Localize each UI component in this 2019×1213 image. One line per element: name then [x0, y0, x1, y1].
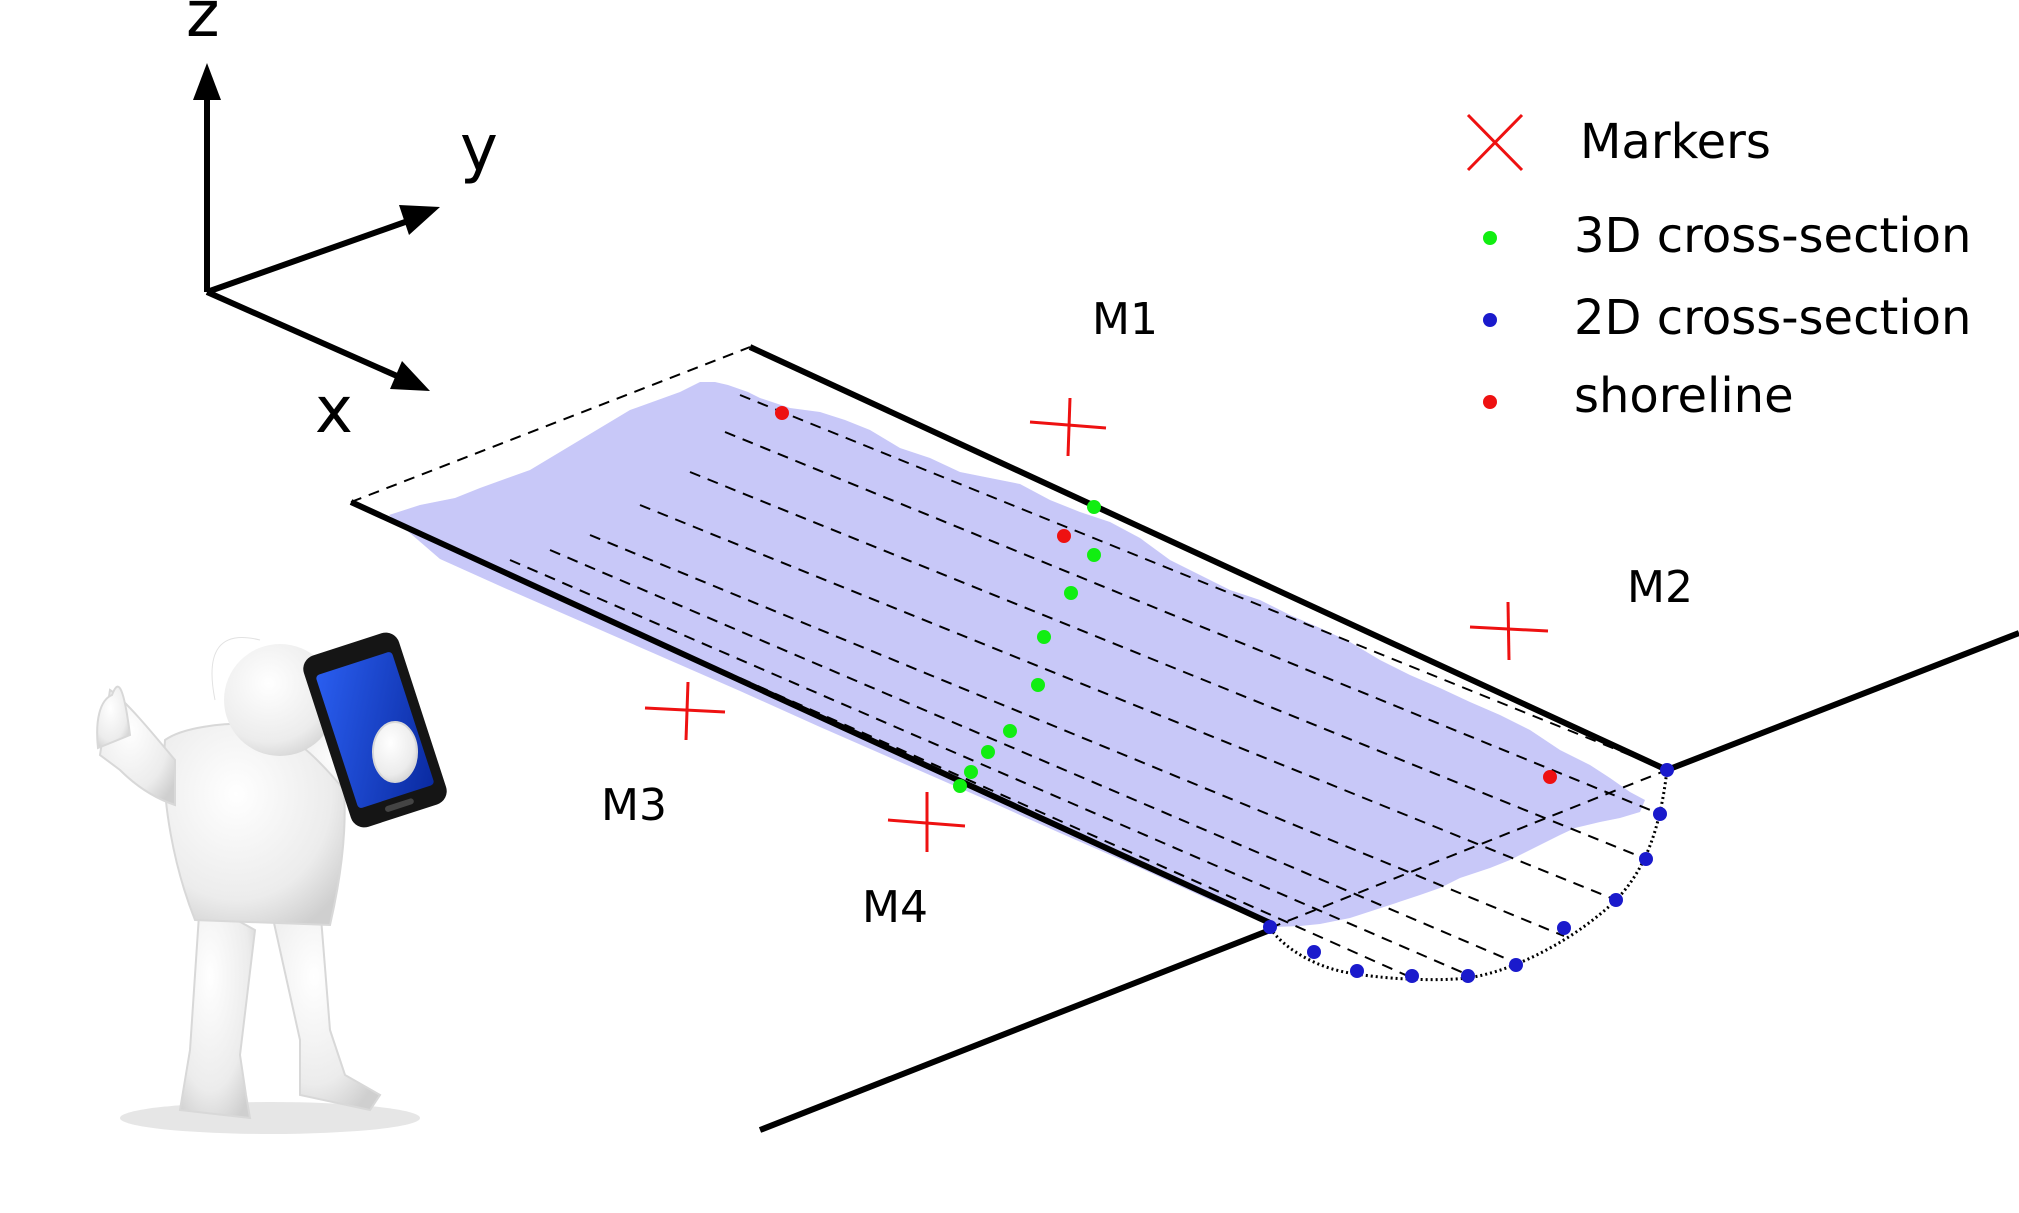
cross2d-point: [1509, 958, 1523, 972]
section-lines: [350, 346, 1668, 978]
marker-m3-label: M3: [601, 780, 667, 831]
cross2d-point: [1653, 807, 1667, 821]
legend-cross3d-label: 3D cross-section: [1574, 208, 1971, 264]
cross3d-point: [1087, 500, 1101, 514]
y-axis-line: [206, 218, 409, 295]
marker-m4-label: M4: [862, 882, 928, 933]
cross3d-point: [1003, 724, 1017, 738]
marker-m2-icon: [1469, 601, 1549, 661]
dashed-line-1: [724, 431, 1661, 815]
marker-m2-label: M2: [1627, 562, 1693, 613]
cross2d-points: [1263, 763, 1674, 983]
legend-shoreline-label: shoreline: [1574, 368, 1794, 424]
dashed-line-0: [739, 394, 1668, 771]
legend-cross2d-label: 2D cross-section: [1574, 290, 1971, 346]
marker-m1-icon: [1029, 397, 1107, 457]
right-bank-line: [748, 344, 1669, 773]
cross3d-point: [981, 745, 995, 759]
shoreline-point: [775, 406, 789, 420]
cross3d-point: [1087, 548, 1101, 562]
cross2d-point: [1307, 945, 1321, 959]
legend-shoreline-icon: [1483, 395, 1497, 409]
cross3d-point: [1064, 586, 1078, 600]
y-axis-label: y: [460, 112, 498, 186]
dashed-line-4: [589, 534, 1565, 937]
ground-line-left: [758, 927, 1272, 1133]
marker-m4-icon: [887, 792, 966, 852]
y-arrow-icon: [399, 205, 440, 235]
ground-line-right: [1665, 630, 2019, 773]
dashed-line-6: [509, 559, 1467, 975]
shoreline-point: [1543, 770, 1557, 784]
x-arrow-icon: [390, 361, 430, 391]
top-edge-dashed: [350, 346, 751, 503]
legend-markers-label: Markers: [1580, 114, 1771, 170]
cross-section-profile: [1268, 769, 1669, 982]
marker-m3-icon: [644, 681, 726, 741]
cross3d-point: [964, 765, 978, 779]
legend: Markers 3D cross-section 2D cross-sectio…: [1466, 113, 1971, 424]
coordinate-axes: z y x: [186, 0, 498, 448]
cross2d-point: [1350, 964, 1364, 978]
cross2d-point: [1557, 921, 1571, 935]
cross2d-point: [1609, 893, 1623, 907]
shoreline-point: [1057, 529, 1071, 543]
legend-markers-icon: [1466, 113, 1524, 172]
cross3d-points: [953, 500, 1101, 793]
cross3d-point: [953, 779, 967, 793]
x-axis-line: [205, 289, 399, 379]
water-surface: [389, 382, 1645, 927]
cross2d-point: [1405, 969, 1419, 983]
person-with-phone-icon: [96, 632, 447, 1134]
legend-cross2d-icon: [1483, 313, 1497, 327]
dashed-line-2: [689, 471, 1647, 860]
bottom-edge-dashed: [1269, 769, 1668, 929]
x-axis-label: x: [315, 374, 353, 448]
cross2d-point: [1263, 920, 1277, 934]
cross2d-point: [1660, 763, 1674, 777]
legend-cross3d-icon: [1483, 231, 1497, 245]
z-axis-label: z: [186, 0, 220, 52]
cross3d-point: [1031, 678, 1045, 692]
dashed-line-5: [549, 549, 1515, 963]
z-arrow-icon: [193, 63, 221, 100]
dashed-line-3: [639, 504, 1617, 901]
cross2d-point: [1461, 969, 1475, 983]
cross2d-point: [1639, 852, 1653, 866]
marker-m1-label: M1: [1092, 294, 1158, 345]
markers: [644, 397, 1549, 852]
shoreline-points: [775, 406, 1557, 784]
cross3d-point: [1037, 630, 1051, 644]
